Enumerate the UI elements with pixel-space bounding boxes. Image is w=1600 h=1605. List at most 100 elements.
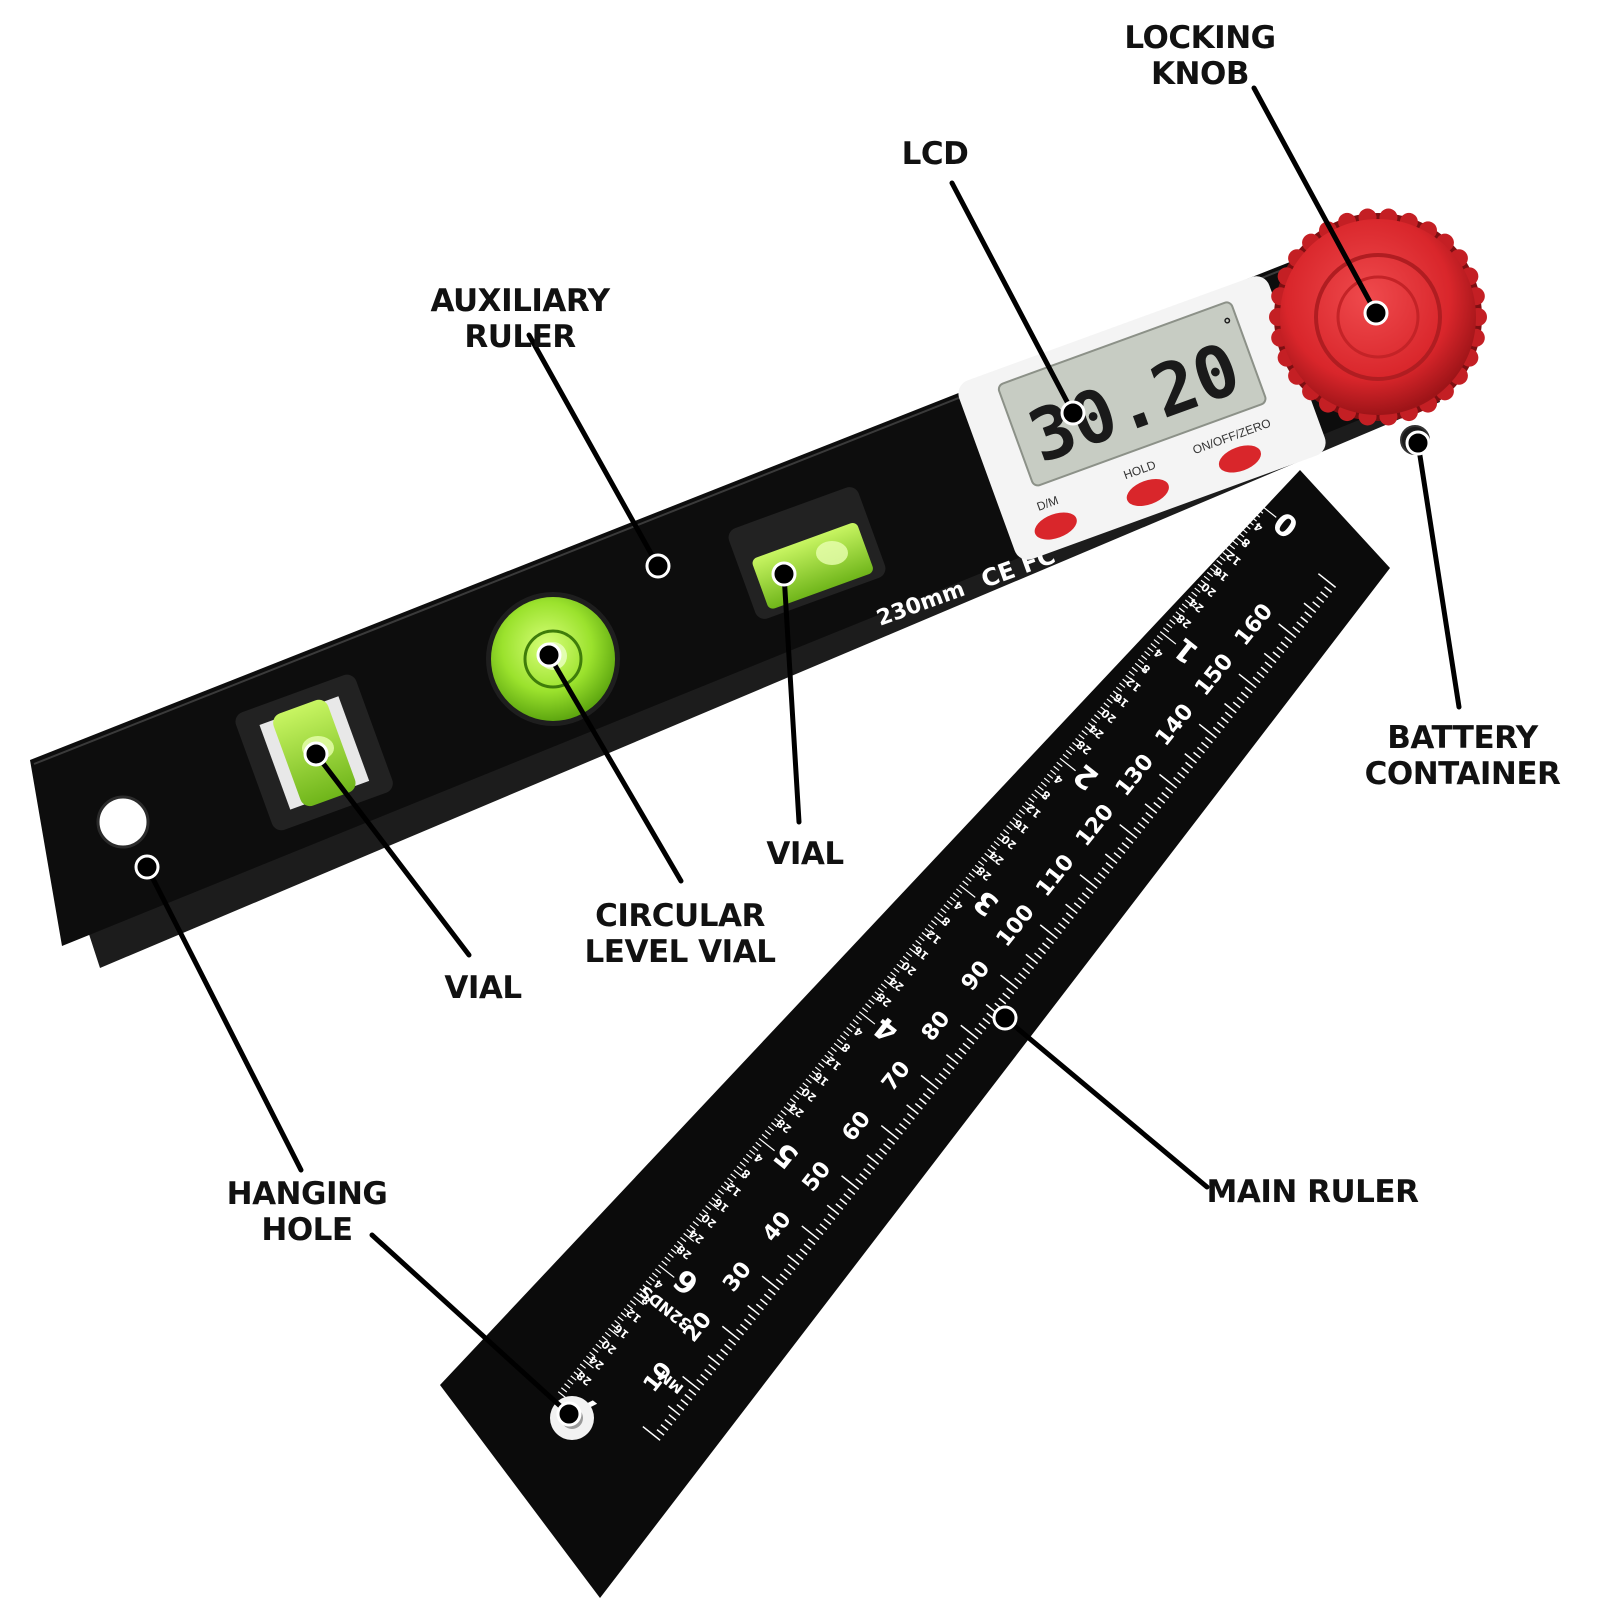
mm-tick (1260, 666, 1269, 674)
leader-main-ruler (1002, 1015, 1210, 1190)
inch-tick (1169, 619, 1176, 625)
mm-tick (799, 1248, 808, 1256)
inch-tick (1200, 579, 1207, 585)
mm-tick (934, 1077, 943, 1085)
inch-tick (1015, 813, 1022, 819)
inch-tick (783, 1106, 795, 1116)
mm-tick (1121, 842, 1130, 849)
mm-tick (1161, 791, 1170, 799)
inch-tick (608, 1327, 619, 1337)
inch-tick (1009, 821, 1021, 831)
mm-tick (708, 1363, 717, 1371)
inch-tick (604, 1331, 612, 1338)
inch-tick (1210, 567, 1221, 577)
inch-tick (965, 876, 972, 882)
inch-tick (730, 1173, 737, 1179)
inch-tick (576, 1367, 583, 1373)
inch-tick (796, 1090, 803, 1096)
mm-tick (1324, 586, 1333, 593)
inch-tick (1213, 563, 1220, 570)
inch-tick (905, 951, 913, 958)
mm-tick (918, 1097, 927, 1105)
inch-tick (573, 1371, 580, 1377)
mm-tick (926, 1087, 935, 1095)
mm-tick (1264, 661, 1273, 669)
inch-tick (1153, 639, 1160, 645)
inch-tick (564, 1383, 571, 1389)
label-locking-knob: LOCKING KNOB (1124, 20, 1276, 92)
mm-tick (807, 1238, 816, 1246)
mm-tick (1153, 801, 1162, 809)
inch-tick (1046, 773, 1054, 779)
mm-tick (783, 1268, 792, 1276)
mm-tick (875, 1153, 884, 1160)
mm-tick (724, 1343, 733, 1351)
mm-tick (883, 1143, 892, 1150)
dm-button[interactable] (1031, 507, 1081, 545)
main-ruler-blade (440, 470, 1390, 1598)
inch-tick (636, 1292, 643, 1298)
inch-tick (1031, 793, 1038, 799)
inch-tick (793, 1094, 800, 1100)
mm-tick (1000, 974, 1019, 990)
inch-tick (821, 1058, 828, 1064)
inch-tick (1222, 551, 1229, 558)
mm-tick (1014, 977, 1023, 985)
inch-tick (1141, 654, 1148, 661)
label-vial-upper: VIAL (766, 836, 844, 872)
mm-tick (920, 1074, 939, 1090)
inch-tick (1115, 686, 1123, 692)
mm-tick (1022, 967, 1031, 975)
inch-tick (1231, 540, 1239, 546)
mm-tick (1002, 992, 1011, 1000)
inch-tick (755, 1141, 762, 1148)
inch-tick (720, 1185, 728, 1191)
mm-tick (1198, 723, 1217, 739)
label-main-ruler: MAIN RULER (1206, 1174, 1419, 1210)
mm-tick (642, 1425, 661, 1441)
mm-tick (682, 1375, 701, 1391)
inch-tick (1150, 643, 1157, 649)
mm-tick (906, 1104, 919, 1115)
inch-tick (692, 1221, 699, 1227)
mm-tick (1125, 837, 1134, 844)
inch-tick (639, 1288, 646, 1294)
mm-tick (839, 1198, 848, 1206)
inch-tick (686, 1228, 693, 1235)
inch-tick (1081, 730, 1088, 736)
mm-tick (902, 1117, 911, 1125)
inch-tick (893, 967, 900, 973)
hold-button[interactable] (1123, 474, 1173, 512)
mm-tick (1053, 927, 1062, 935)
inch-tick (1206, 571, 1214, 578)
inch-tick (1053, 765, 1060, 772)
mm-tick (1292, 626, 1301, 634)
mm-tick (841, 1175, 860, 1190)
inch-tick (1219, 555, 1226, 562)
inch-tick (626, 1304, 634, 1310)
inch-tick (1181, 603, 1189, 609)
inch-tick (855, 1015, 862, 1021)
mm-tick (1104, 853, 1118, 864)
inch-tick (664, 1256, 671, 1262)
mm-tick (1137, 822, 1146, 829)
mm-tick (819, 1223, 828, 1231)
inch-tick (902, 955, 909, 962)
inch-tick (927, 924, 935, 930)
inch-tick (959, 884, 976, 898)
inch-tick (909, 947, 920, 957)
mm-tick (787, 1263, 796, 1271)
inch-tick (582, 1359, 594, 1369)
inch-tick (899, 959, 906, 966)
inch-tick (1166, 623, 1173, 629)
mm-tick (1141, 816, 1150, 824)
mm-tick (835, 1203, 844, 1211)
inch-tick (614, 1319, 621, 1326)
on-off-zero-button[interactable] (1215, 440, 1265, 478)
mm-tick (1204, 736, 1213, 744)
mm-tick (1081, 892, 1090, 900)
inch-tick (1087, 722, 1094, 728)
mm-tick (1073, 902, 1082, 910)
mm-tick (720, 1348, 729, 1356)
inch-tick (1191, 591, 1198, 597)
